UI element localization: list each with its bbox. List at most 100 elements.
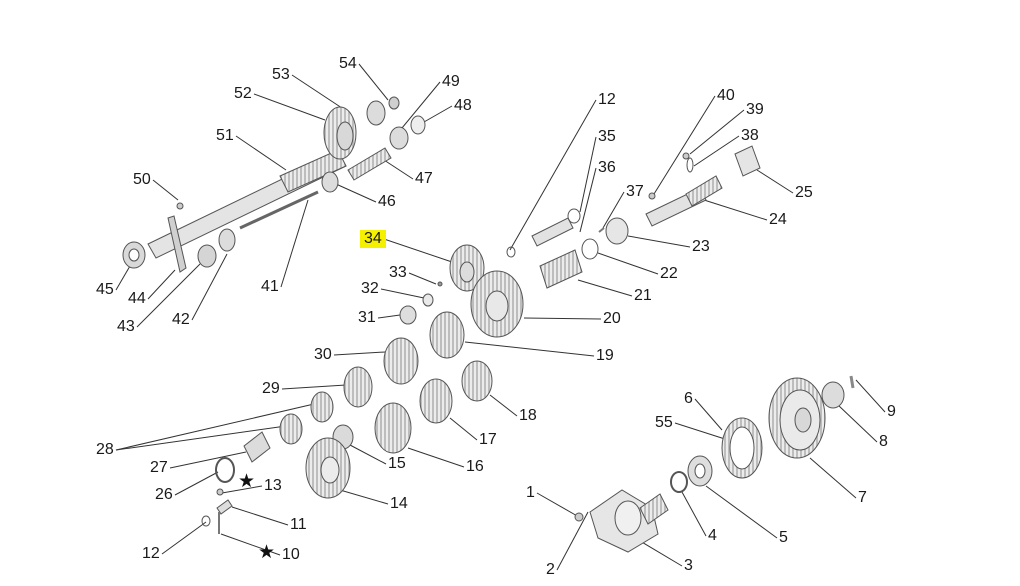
leader-line-7 (809, 457, 857, 499)
callout-7[interactable]: 7 (858, 489, 867, 506)
callout-23[interactable]: 23 (692, 238, 710, 255)
leader-line-16 (407, 447, 465, 468)
leader-line-51 (235, 135, 287, 171)
callout-51[interactable]: 51 (216, 127, 234, 144)
leader-line-29 (281, 384, 347, 390)
gear-14-hub (320, 456, 340, 484)
callout-25[interactable]: 25 (795, 184, 813, 201)
bearing-part-46 (321, 171, 339, 193)
callout-19[interactable]: 19 (596, 347, 614, 364)
leader-line-4 (681, 491, 707, 537)
spring-part-38 (686, 157, 694, 173)
callout-3[interactable]: 3 (684, 557, 693, 574)
callout-40[interactable]: 40 (717, 87, 735, 104)
callout-18[interactable]: 18 (519, 407, 537, 424)
callout-26[interactable]: 26 (155, 486, 173, 503)
callout-32[interactable]: 32 (361, 280, 379, 297)
leader-line-43 (136, 263, 201, 328)
callout-17[interactable]: 17 (479, 431, 497, 448)
callout-54[interactable]: 54 (339, 55, 357, 72)
leader-line-40 (653, 95, 716, 195)
callout-15[interactable]: 15 (388, 455, 406, 472)
callout-4[interactable]: 4 (708, 527, 717, 544)
callout-46[interactable]: 46 (378, 193, 396, 210)
leader-line-26 (174, 471, 219, 496)
circlip-part-12-lower (201, 515, 211, 527)
splined-stub-shaft (639, 493, 669, 525)
callout-1[interactable]: 1 (526, 484, 535, 501)
pin-part-50 (176, 202, 184, 210)
callout-39[interactable]: 39 (746, 101, 764, 118)
gear-part-28b (279, 413, 303, 445)
callout-33[interactable]: 33 (389, 264, 407, 281)
callout-11[interactable]: 11 (290, 516, 307, 533)
lower-right-hub-assembly (574, 375, 855, 553)
gear-part-17 (419, 378, 453, 424)
callout-6[interactable]: 6 (684, 390, 693, 407)
gear-34-hub (459, 261, 475, 283)
leader-line-6 (694, 398, 723, 431)
callout-41[interactable]: 41 (261, 278, 279, 295)
callout-13[interactable]: 13 (264, 477, 282, 494)
shaft-part-35 (531, 217, 574, 247)
worm-thread (685, 175, 723, 207)
callout-30[interactable]: 30 (314, 346, 332, 363)
callout-24[interactable]: 24 (769, 211, 787, 228)
leader-line-25 (756, 169, 794, 194)
callout-28[interactable]: 28 (96, 441, 114, 458)
callout-52[interactable]: 52 (234, 85, 252, 102)
leader-line-34 (383, 238, 453, 263)
callout-36[interactable]: 36 (598, 159, 616, 176)
callout-12[interactable]: 12 (598, 91, 616, 108)
callout-45[interactable]: 45 (96, 281, 114, 298)
leader-line-10 (220, 533, 281, 556)
callout-48[interactable]: 48 (454, 97, 472, 114)
callout-53[interactable]: 53 (272, 66, 290, 83)
callout-34[interactable]: 34 (360, 230, 386, 248)
leader-line-24 (703, 199, 768, 221)
callout-10[interactable]: 10 (282, 546, 300, 563)
center-gear-train (201, 208, 629, 534)
callout-55[interactable]: 55 (655, 414, 673, 431)
callout-21[interactable]: 21 (634, 287, 652, 304)
callout-31[interactable]: 31 (358, 309, 376, 326)
nut-part-1 (574, 512, 584, 522)
callout-42[interactable]: 42 (172, 311, 190, 328)
flange-hub (614, 500, 642, 536)
callout-38[interactable]: 38 (741, 127, 759, 144)
callout-47[interactable]: 47 (415, 170, 433, 187)
leader-line-50 (152, 179, 179, 201)
callout-20[interactable]: 20 (603, 310, 621, 327)
leader-line-55 (674, 422, 729, 441)
leader-line-2 (556, 511, 589, 571)
bearing-5-bore (694, 463, 706, 479)
leader-line-48 (423, 105, 453, 123)
callout-12[interactable]: 12 (142, 545, 160, 562)
callout-5[interactable]: 5 (779, 529, 788, 546)
hub-part-27 (243, 431, 271, 463)
leader-line-15 (349, 444, 387, 465)
callout-9[interactable]: 9 (887, 403, 896, 420)
leader-line-20 (523, 317, 602, 320)
callout-43[interactable]: 43 (117, 318, 135, 335)
callout-27[interactable]: 27 (150, 459, 168, 476)
callout-49[interactable]: 49 (442, 73, 460, 90)
gear-part-16 (374, 402, 412, 454)
leader-line-17 (449, 417, 478, 441)
callout-22[interactable]: 22 (660, 265, 678, 282)
leader-line-28b (115, 403, 315, 451)
callout-16[interactable]: 16 (466, 458, 484, 475)
leader-line-39 (689, 109, 745, 155)
callout-14[interactable]: 14 (390, 495, 408, 512)
leader-line-54 (358, 63, 389, 101)
leader-line-36 (579, 167, 597, 233)
callout-50[interactable]: 50 (133, 171, 151, 188)
callout-37[interactable]: 37 (626, 183, 644, 200)
callout-2[interactable]: 2 (546, 561, 555, 578)
key-part-9 (849, 375, 855, 389)
callout-8[interactable]: 8 (879, 433, 888, 450)
callout-35[interactable]: 35 (598, 128, 616, 145)
callout-44[interactable]: 44 (128, 290, 146, 307)
callout-29[interactable]: 29 (262, 380, 280, 397)
bearing-part-54 (366, 100, 386, 126)
